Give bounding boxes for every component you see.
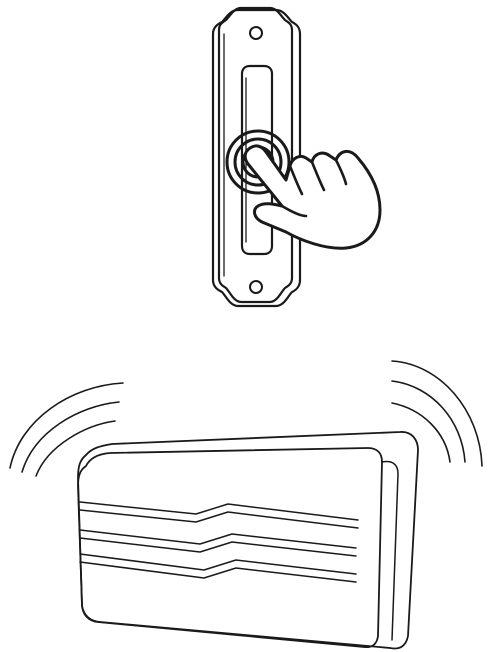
pointing-hand-icon <box>245 146 380 248</box>
chime-unit-icon <box>78 432 418 649</box>
sound-wave-icon <box>10 361 482 476</box>
